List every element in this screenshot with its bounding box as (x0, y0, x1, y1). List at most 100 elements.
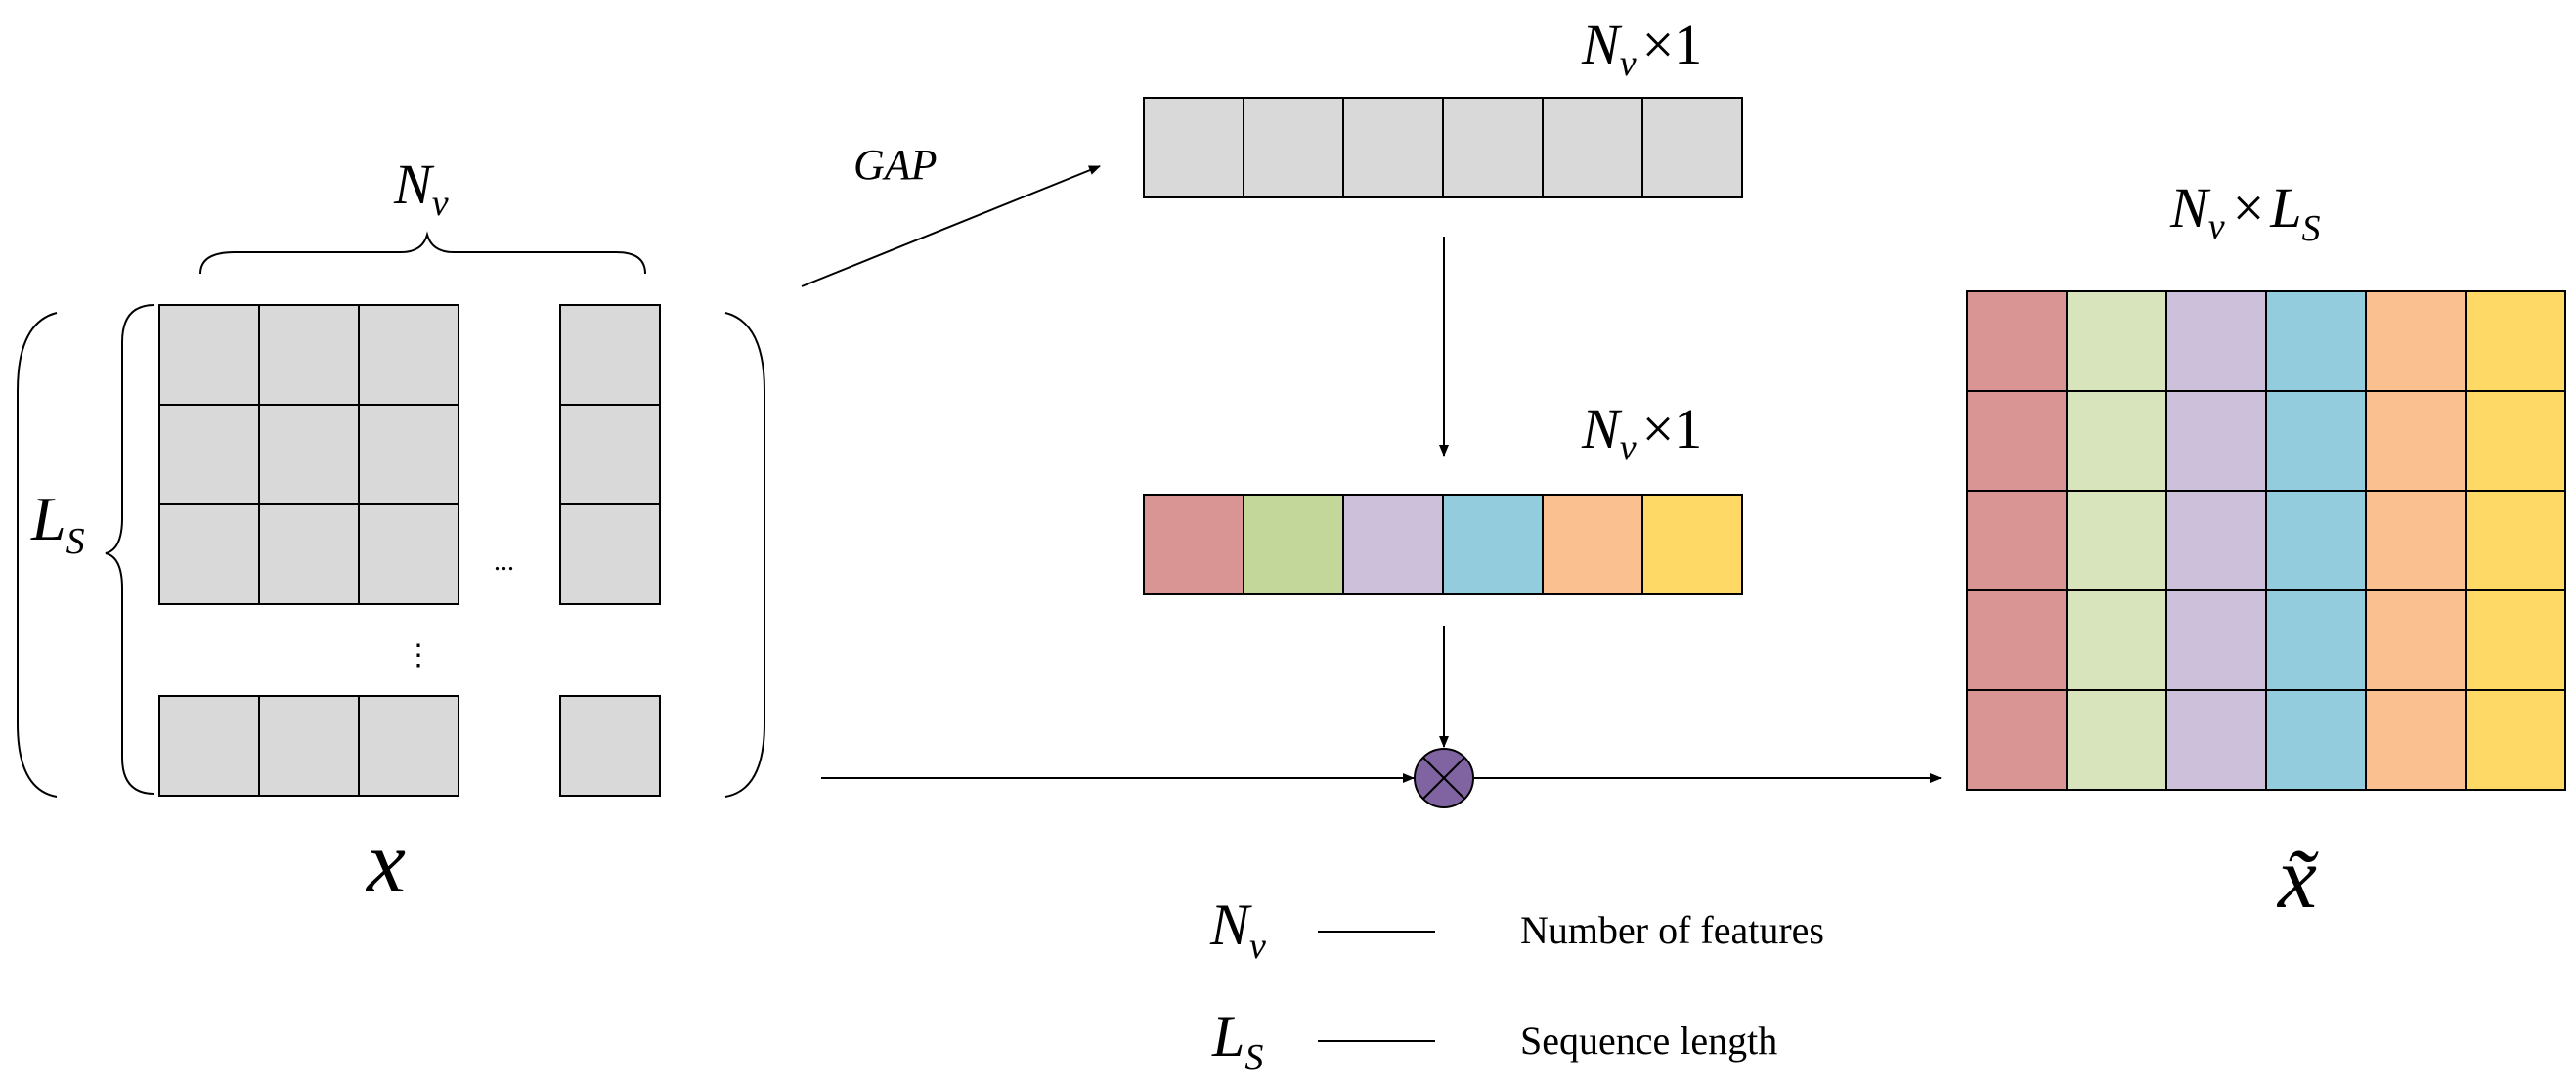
output-dim-sub: v (2208, 206, 2225, 247)
input-col-ellipsis: ⋮ (404, 639, 433, 672)
gap-vector-dim-rest: ×1 (1642, 13, 1703, 76)
output-cell (2066, 589, 2167, 691)
gap-label: GAP (853, 141, 938, 189)
legend-symbol-length: LS (1211, 1004, 1263, 1078)
legend-symbol-features: Nv (1209, 892, 1266, 967)
output-cell (2066, 689, 2167, 791)
input-cell (158, 404, 260, 505)
legend-desc-length: Sequence length (1520, 1019, 1777, 1063)
input-cell (559, 695, 661, 797)
output-cell (1966, 290, 2068, 392)
input-width-symbol: N (393, 152, 435, 216)
input-cell (258, 503, 360, 605)
input-matrix (158, 304, 661, 797)
output-cell (1966, 390, 2068, 492)
legend-length-symbol: L (1211, 1004, 1244, 1068)
input-cell (358, 304, 459, 406)
gap-vector-cell (1342, 97, 1444, 198)
output-matrix (1966, 290, 2566, 791)
output-cell (2365, 390, 2467, 492)
input-right-paren (724, 312, 765, 798)
gap-vector-dim-sub: v (1620, 43, 1637, 84)
input-cell (258, 404, 360, 505)
gap-vector-cell (1442, 97, 1544, 198)
legend-features-sub: v (1249, 926, 1266, 967)
input-cell (358, 404, 459, 505)
output-cell (2465, 490, 2566, 591)
output-cell (2465, 689, 2566, 791)
weight-vector-cell (1342, 494, 1444, 595)
output-cell (2465, 589, 2566, 691)
output-dim-sub2: S (2302, 208, 2321, 249)
input-row-ellipsis: ... (494, 546, 514, 577)
weight-vector (1143, 494, 1743, 595)
input-height-symbol: L (30, 484, 66, 553)
output-name: x̃ (2276, 830, 2319, 927)
legend-length-sub: S (1244, 1037, 1263, 1078)
output-cell (2066, 490, 2167, 591)
output-cell (2165, 390, 2267, 492)
weight-vector-cell (1641, 494, 1743, 595)
output-cell (2465, 390, 2566, 492)
gap-arrow (801, 165, 1101, 287)
input-cell (258, 695, 360, 797)
input-height-label: LS (30, 484, 85, 562)
input-cell (158, 304, 260, 406)
gap-vector-cell (1143, 97, 1244, 198)
gap-vector-cell (1243, 97, 1344, 198)
input-cell (358, 503, 459, 605)
output-cell (1966, 689, 2068, 791)
gap-vector-cell (1641, 97, 1743, 198)
weight-vector-cell (1243, 494, 1344, 595)
output-dim-symbol: N (2169, 176, 2211, 239)
output-cell (2165, 290, 2267, 392)
legend: Nv Number of features LS Sequence length (1209, 892, 1824, 1078)
weight-vector-dim-label: Nv×1 (1581, 397, 1702, 468)
output-cell (2365, 290, 2467, 392)
gap-vector-dim-symbol: N (1581, 13, 1623, 76)
output-cell (2265, 490, 2367, 591)
output-cell (2465, 290, 2566, 392)
output-dim-times: × (2233, 176, 2265, 239)
gap-vector (1143, 97, 1743, 198)
input-width-label: Nv (393, 152, 449, 224)
output-cell (2365, 589, 2467, 691)
output-cell (1966, 589, 2068, 691)
input-name: x (365, 814, 406, 911)
output-cell (2165, 689, 2267, 791)
output-cell (2265, 290, 2367, 392)
weight-vector-dim-rest: ×1 (1642, 397, 1703, 460)
circle-times-icon (1414, 748, 1474, 808)
output-cell (2066, 390, 2167, 492)
legend-desc-features: Number of features (1520, 908, 1824, 952)
weight-vector-dim-symbol: N (1581, 397, 1623, 460)
legend-features-symbol: N (1209, 892, 1252, 957)
weight-vector-dim-sub: v (1620, 427, 1637, 468)
input-height-sub: S (66, 521, 85, 562)
output-dim-label: Nv×LS (2169, 176, 2321, 249)
gap-vector-dim-label: Nv×1 (1581, 13, 1702, 84)
input-cell (158, 503, 260, 605)
output-cell (2365, 490, 2467, 591)
input-cell (258, 304, 360, 406)
input-left-paren (17, 312, 58, 798)
gap-vector-cell (1542, 97, 1643, 198)
input-cell (559, 503, 661, 605)
output-cell (2365, 689, 2467, 791)
input-cell (559, 304, 661, 406)
input-cell (158, 695, 260, 797)
weight-vector-cell (1442, 494, 1544, 595)
height-brace (105, 304, 155, 795)
input-cell (559, 404, 661, 505)
output-cell (2265, 390, 2367, 492)
output-cell (2165, 490, 2267, 591)
output-cell (2165, 589, 2267, 691)
output-cell (2066, 290, 2167, 392)
input-cell (358, 695, 459, 797)
input-width-sub: v (432, 183, 449, 224)
output-cell (2265, 589, 2367, 691)
output-cell (1966, 490, 2068, 591)
output-dim-symbol2: L (2269, 176, 2301, 239)
weight-vector-cell (1542, 494, 1643, 595)
